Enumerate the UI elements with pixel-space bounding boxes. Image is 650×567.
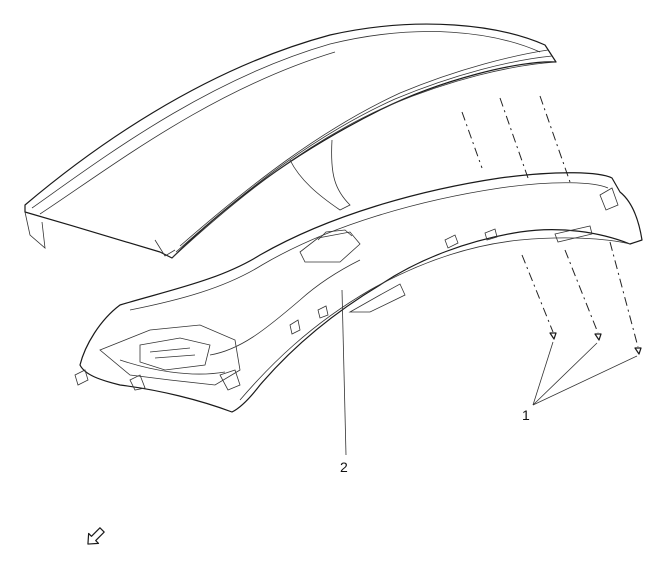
- alignment-lines: [461, 95, 639, 348]
- fasteners: [549, 332, 642, 355]
- roof-panel: [24, 23, 557, 259]
- front-direction-arrow-icon: [87, 527, 105, 545]
- callout-1: 1: [522, 407, 530, 423]
- leader-lines: [341, 289, 638, 456]
- headliner: [74, 172, 643, 413]
- callout-2: 2: [340, 459, 348, 475]
